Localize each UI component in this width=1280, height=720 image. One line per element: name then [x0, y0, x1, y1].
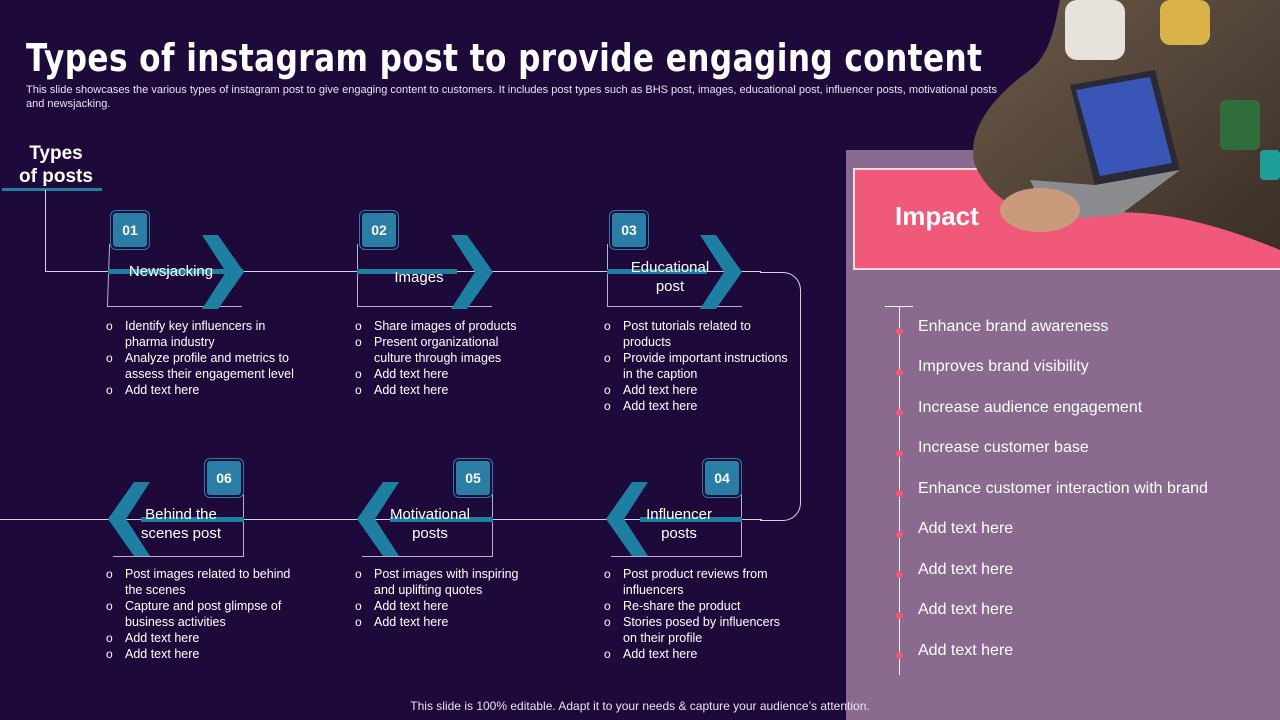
step-label-06: Behind the scenes post	[122, 505, 240, 543]
step-bar-03	[607, 269, 707, 274]
step-label-line1: Educational	[630, 259, 710, 276]
step-label-01: Newsjacking	[112, 262, 230, 281]
step-label-line1: Motivational	[389, 506, 471, 523]
step-card-frame-06	[113, 494, 244, 557]
list-item: Share images of products	[355, 318, 535, 334]
slide-subtitle: This slide showcases the various types o…	[26, 84, 997, 110]
impact-item: Add text here	[918, 561, 1014, 578]
impact-item: Add text here	[918, 642, 1014, 659]
step-label-05: Motivational posts	[371, 505, 489, 543]
step-bar-05	[390, 517, 493, 522]
step-bar-01	[108, 269, 243, 274]
list-item: Identify key influencers in pharma indus…	[106, 318, 296, 350]
step-label-03: Educational post	[611, 258, 729, 296]
types-label-line1: Types	[29, 143, 83, 164]
list-item: Present organizational culture through i…	[355, 334, 535, 366]
footer-note: This slide is 100% editable. Adapt it to…	[410, 699, 870, 713]
impact-bullet-dot	[896, 652, 903, 659]
types-label-line2: of posts	[19, 166, 93, 187]
step-bar-04	[640, 517, 742, 522]
office-photo	[970, 0, 1280, 250]
list-item: Stories posed by influencers on their pr…	[604, 614, 794, 646]
step-card-frame-02	[357, 244, 492, 307]
chevron-right-icon	[451, 235, 493, 309]
step-label-line1: Influencer	[646, 506, 712, 523]
list-item: Post tutorials related to products	[604, 318, 794, 350]
impact-title: Impact	[895, 201, 979, 231]
step-label-04: Influencer posts	[620, 505, 738, 543]
list-item: Add text here	[355, 382, 535, 398]
impact-bullet-dot	[896, 409, 903, 416]
step-label-line1: Newsjacking	[128, 263, 214, 280]
impact-item: Enhance brand awareness	[918, 318, 1109, 335]
step-card-frame-03	[607, 244, 742, 307]
step-bar-06	[141, 517, 244, 522]
list-item: Provide important instructions in the ca…	[604, 350, 794, 382]
flow-loop	[760, 272, 801, 521]
list-item: Post product reviews from influencers	[604, 566, 794, 598]
list-item: Post images with inspiring and uplifting…	[355, 566, 535, 598]
chevron-left-icon	[108, 482, 150, 556]
impact-item: Enhance customer interaction with brand	[918, 480, 1208, 497]
bottom-flow-line	[0, 519, 762, 520]
connector-vertical	[45, 190, 46, 272]
step-label-02: Images	[360, 268, 478, 287]
list-item: Capture and post glimpse of business act…	[106, 598, 306, 630]
impact-bullet-dot	[896, 450, 903, 457]
list-item: Add text here	[604, 646, 794, 662]
list-item: Re-share the product	[604, 598, 794, 614]
list-item: Add text here	[604, 382, 794, 398]
impact-item: Add text here	[918, 520, 1014, 537]
step-badge-05: 05	[454, 459, 492, 497]
types-of-posts-label: Types of posts	[10, 142, 102, 188]
list-item: Add text here	[355, 366, 535, 382]
chevron-right-icon	[202, 235, 244, 309]
step-bullets-06: Post images related to behind the scenes…	[106, 566, 306, 662]
step-badge-03: 03	[610, 211, 648, 249]
list-item: Add text here	[604, 398, 794, 414]
list-item: Add text here	[355, 598, 535, 614]
impact-bullet-dot	[896, 490, 903, 497]
step-badge-04: 04	[703, 459, 741, 497]
impact-axis-cap	[885, 306, 913, 307]
chevron-left-icon	[606, 482, 648, 556]
step-badge-06: 06	[205, 459, 243, 497]
impact-bullet-dot	[896, 571, 903, 578]
list-item: Add text here	[106, 630, 306, 646]
types-underline	[2, 188, 102, 191]
step-badge-02: 02	[360, 211, 398, 249]
step-bullets-04: Post product reviews from influencers Re…	[604, 566, 794, 662]
list-item: Post images related to behind the scenes	[106, 566, 306, 598]
list-item: Add text here	[106, 382, 296, 398]
chevron-right-icon	[700, 235, 742, 309]
impact-item: Increase customer base	[918, 439, 1089, 456]
impact-item: Improves brand visibility	[918, 358, 1089, 375]
impact-bullet-dot	[896, 612, 903, 619]
chevron-left-icon	[357, 482, 399, 556]
step-bullets-02: Share images of products Present organiz…	[355, 318, 535, 398]
impact-item: Add text here	[918, 601, 1014, 618]
step-card-frame-05	[362, 494, 493, 557]
step-card-frame-04	[611, 494, 742, 557]
slide-title: Types of instagram post to provide engag…	[26, 36, 983, 80]
step-label-line2: posts	[412, 525, 448, 542]
step-label-line2: post	[655, 278, 685, 295]
step-bullets-03: Post tutorials related to products Provi…	[604, 318, 794, 414]
step-bar-02	[357, 269, 457, 274]
step-label-line1: Images	[394, 269, 444, 286]
step-label-line1: Behind the	[145, 506, 217, 523]
step-badge-01: 01	[111, 211, 149, 249]
step-label-line2: scenes post	[140, 525, 222, 542]
step-bullets-01: Identify key influencers in pharma indus…	[106, 318, 296, 398]
impact-bullet-dot	[896, 531, 903, 538]
list-item: Add text here	[355, 614, 535, 630]
impact-bullet-dot	[896, 369, 903, 376]
step-label-line2: posts	[661, 525, 697, 542]
list-item: Add text here	[106, 646, 306, 662]
list-item: Analyze profile and metrics to assess th…	[106, 350, 296, 382]
step-bullets-05: Post images with inspiring and uplifting…	[355, 566, 535, 630]
impact-item: Increase audience engagement	[918, 399, 1143, 416]
impact-bullet-dot	[896, 328, 903, 335]
